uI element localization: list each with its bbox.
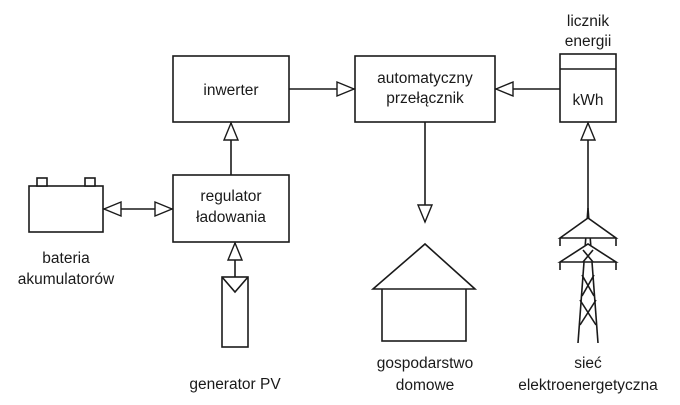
inverter-node: inwerter [172, 55, 290, 123]
grid-node: sieć elektroenergetyczna [518, 207, 658, 394]
arrow-to-battery [102, 200, 122, 218]
arrow-to-regulator [154, 200, 174, 218]
arrow-pv-to-regulator [226, 241, 244, 261]
battery-node: bateria akumulatorów [18, 177, 115, 288]
arrow-to-household [416, 204, 434, 224]
household-node: gospodarstwo domowe [370, 242, 478, 394]
arrow-to-switch-from-meter [494, 80, 514, 98]
inverter-label: inwerter [203, 82, 258, 99]
charge-regulator-label-line2: ładowania [196, 209, 266, 226]
energy-meter-title-line2: energii [565, 33, 612, 50]
household-label-line2: domowe [396, 377, 455, 394]
energy-meter-node: licznik energii kWh [559, 13, 617, 123]
battery-regulator-connector [102, 200, 174, 218]
grid-label-line1: sieć [574, 355, 602, 372]
battery-label-line2: akumulatorów [18, 271, 115, 288]
house-icon [370, 242, 478, 342]
pv-panel-icon [221, 276, 249, 348]
energy-meter-box [559, 53, 617, 123]
grid-meter-connector [579, 121, 597, 208]
energy-meter-title-line1: licznik [567, 13, 609, 30]
battery-label-line1: bateria [42, 250, 90, 267]
arrow-to-inverter [222, 121, 240, 141]
automatic-switch-label-line2: przełącznik [386, 90, 464, 107]
regulator-inverter-connector [222, 121, 240, 175]
grid-label-line2: elektroenergetyczna [518, 377, 658, 394]
automatic-switch-node: automatyczny przełącznik [354, 55, 496, 123]
household-label-line1: gospodarstwo [377, 355, 474, 372]
battery-icon [28, 177, 104, 233]
meter-switch-connector [494, 80, 560, 98]
automatic-switch-label-line1: automatyczny [377, 70, 473, 87]
pv-generator-label: generator PV [189, 376, 281, 393]
pv-regulator-connector [226, 241, 244, 277]
arrow-to-switch-from-inverter [336, 80, 356, 98]
pv-generator-node: generator PV [189, 276, 281, 393]
switch-household-connector [416, 122, 434, 224]
charge-regulator-node: regulator ładowania [172, 174, 290, 243]
inverter-box [172, 55, 290, 123]
power-pylon-icon [557, 207, 619, 344]
energy-meter-unit: kWh [573, 92, 604, 109]
arrow-to-meter [579, 121, 597, 141]
inverter-switch-connector [289, 80, 356, 98]
charge-regulator-label-line1: regulator [200, 188, 261, 205]
charge-regulator-box [172, 174, 290, 243]
automatic-switch-box [354, 55, 496, 123]
